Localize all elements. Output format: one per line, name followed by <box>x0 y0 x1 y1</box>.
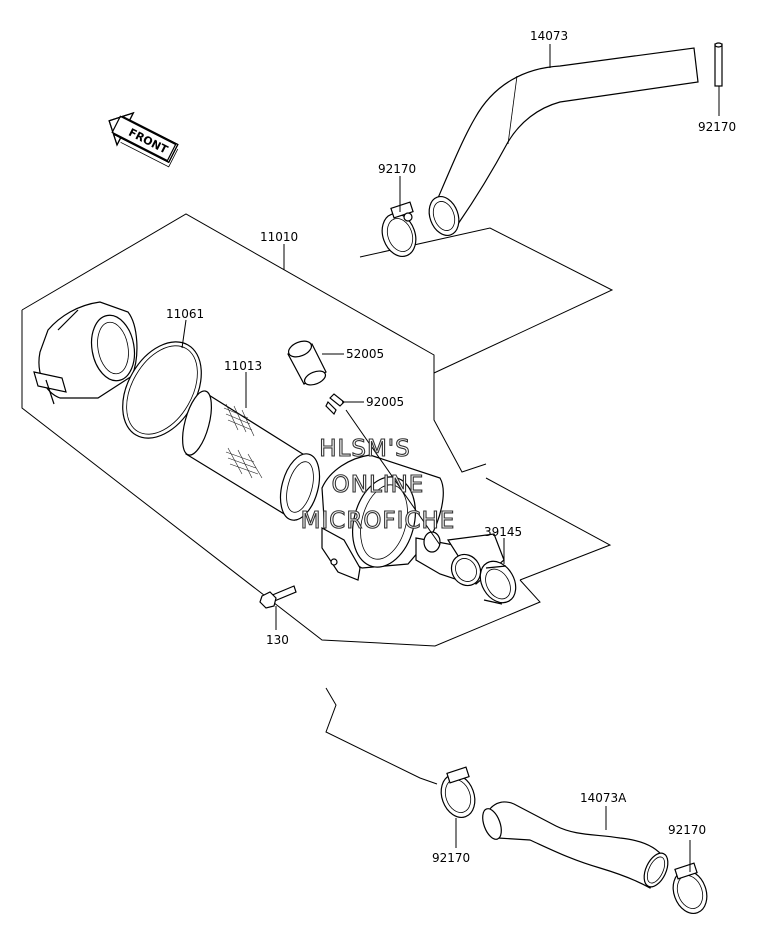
upper-left-clamp-part <box>381 201 417 257</box>
part-label: 92170 <box>432 851 470 865</box>
part-label: 130 <box>266 633 289 647</box>
lower-left-clamp-part <box>440 766 476 818</box>
bushing-part <box>479 560 517 605</box>
o-ring-part <box>122 341 202 439</box>
part-label: 14073A <box>580 791 627 805</box>
bolt-part <box>259 585 297 609</box>
part-label: 11013 <box>224 359 262 373</box>
watermark-line: MICROFICHE <box>301 508 456 534</box>
part-label: 92005 <box>366 395 404 409</box>
watermark-line: HLSM'S <box>319 436 410 462</box>
part-label: 92170 <box>378 162 416 176</box>
lower-hose-part <box>482 801 669 889</box>
fitting-part <box>325 393 345 416</box>
assembly-outline <box>21 213 614 785</box>
part-label: 52005 <box>346 347 384 361</box>
upper-hose-part <box>428 47 699 236</box>
part-label: 14073 <box>530 29 568 43</box>
leader-lines <box>181 44 720 872</box>
upper-right-clip-part <box>714 42 723 87</box>
lower-right-clamp-part <box>672 862 708 914</box>
watermark: HLSM'S ONLINE MICROFICHE <box>300 435 456 534</box>
housing-inlet-part <box>33 301 138 405</box>
cap-part <box>287 340 327 386</box>
part-label: 39145 <box>484 525 522 539</box>
front-arrow: FRONT <box>108 111 179 168</box>
filter-element-part <box>182 390 321 521</box>
part-label: 92170 <box>698 120 736 134</box>
watermark-line: ONLINE <box>332 472 425 498</box>
part-labels: 14073 92170 92170 11010 11061 52005 1101… <box>166 29 736 865</box>
part-label: 92170 <box>668 823 706 837</box>
part-label: 11010 <box>260 230 298 244</box>
part-label: 11061 <box>166 307 204 321</box>
